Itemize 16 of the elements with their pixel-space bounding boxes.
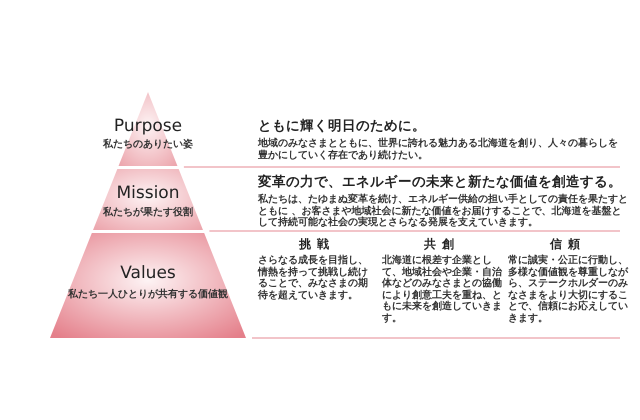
heading: ともに輝く明日のために。 [258, 118, 427, 135]
body-text: さらなる成長を目指し、情熱を持って挑戦し続けることで、みなさまの期待を超えていきます。 [258, 255, 369, 301]
heading: 共創 [423, 236, 461, 252]
body-text: 地域のみなさまとともに、世界に誇れる魅力ある北海道を創り、人々の暮らしを豊かにしていく存在であり続けたい。 [258, 138, 618, 161]
tier-title: Purpose [112, 116, 184, 136]
tier-subtitle: 私たち一人ひとりが共有する価値観 [66, 288, 229, 301]
tier-subtitle: 私たちのありたい姿 [102, 138, 194, 151]
tier-title: Mission [115, 183, 180, 203]
body-text: 北海道に根差す企業として、地域社会や企業・自治体などのみなさまとの協働により創意工夫を重ね、ともに未来を創造していきます。 [382, 255, 502, 324]
heading: 変革の力で、エネルギーの未来と新たな価値を創造する。 [258, 174, 623, 191]
body-text: 私たちは、たゆまぬ変革を続け、エネルギー供給の担い手としての責任を果たすとともに 、お客さまや地域社会に新たな価値をお届けすることで、北海道を基盤として持続可能な社会の実現とさらなる発展を支えていきます。 [258, 194, 628, 228]
body-text: 常に誠実・公正に行動し、多様な価値観を尊重しながら、ステークホルダーのみなさまをより大切にすることで、信頼にお応えしていきます。 [508, 255, 628, 324]
tier-title: Values [119, 263, 177, 283]
heading: 挑戦 [298, 236, 336, 252]
heading: 信頼 [548, 236, 587, 252]
tier-subtitle: 私たちが果たす役割 [102, 206, 194, 219]
